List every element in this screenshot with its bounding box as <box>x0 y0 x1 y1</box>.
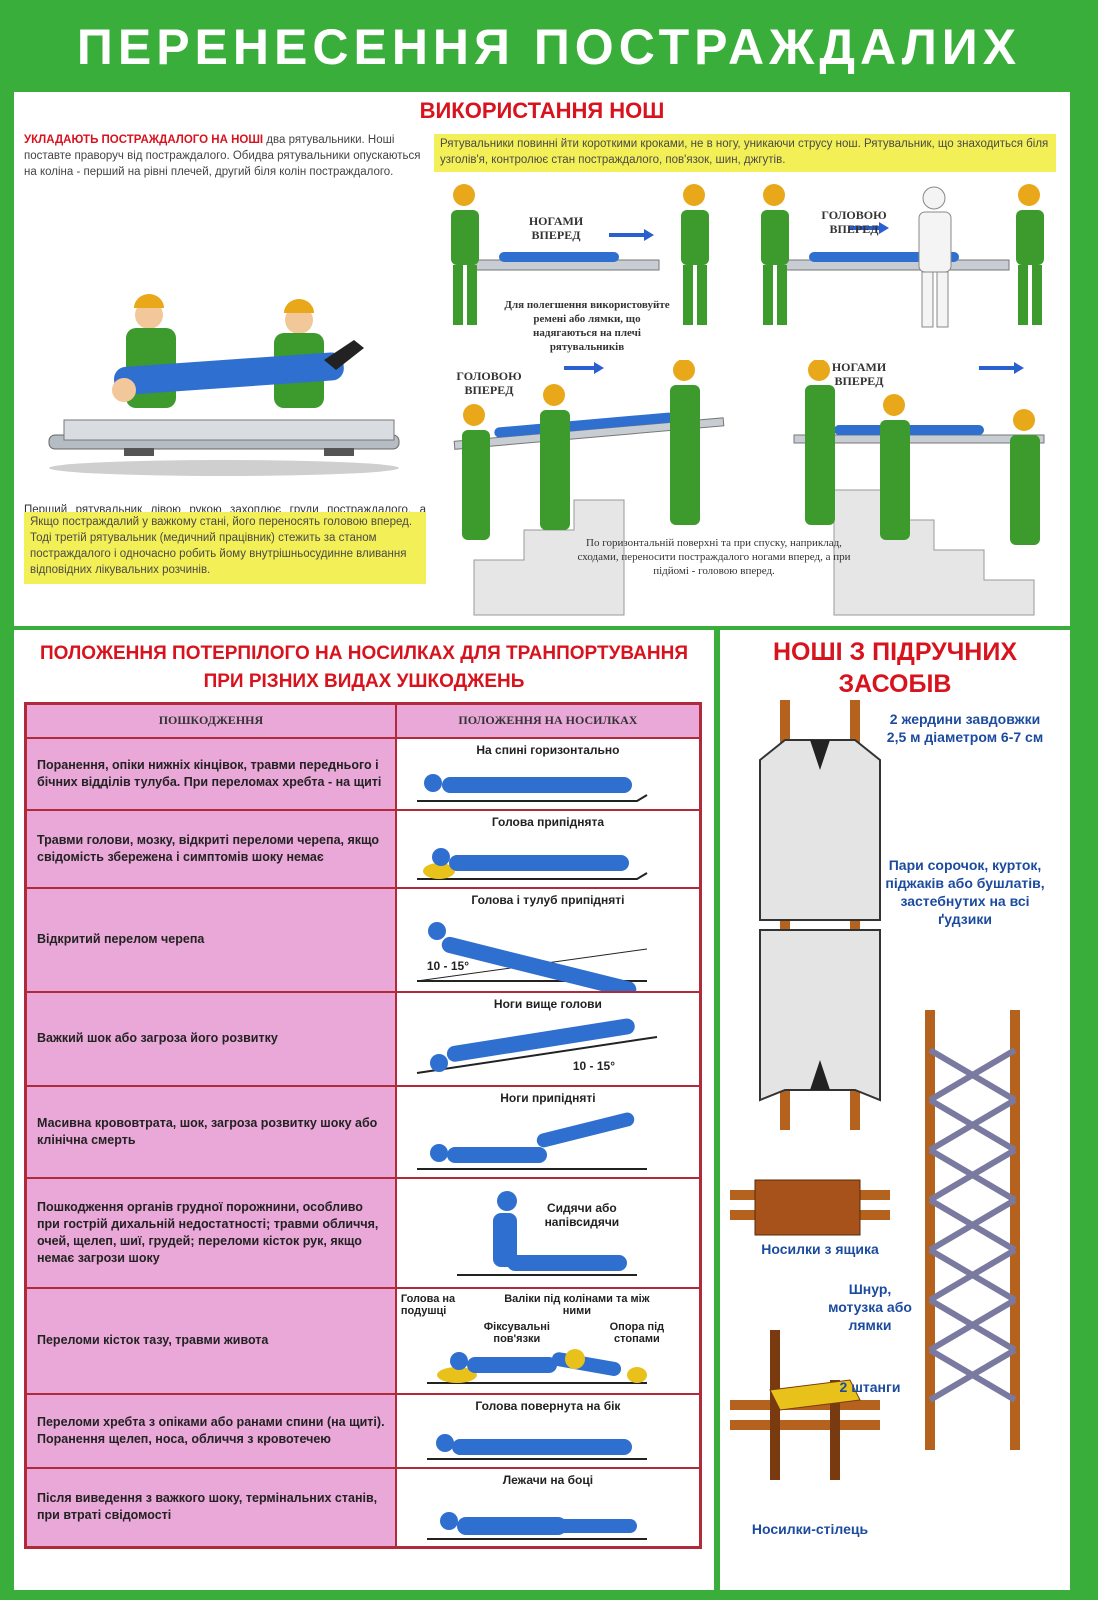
shirts-label: Пари сорочок, курток, піджаків або бушла… <box>885 857 1045 927</box>
lying-flat-figure <box>416 773 648 802</box>
head-first-illustration <box>761 184 1044 328</box>
position-label: Валіки під колінами та між ними <box>504 1292 650 1317</box>
position-label: Голова повернута на бік <box>475 1398 621 1413</box>
angle-label: 10 - 15° <box>572 1058 616 1073</box>
page-title: ПЕРЕНЕСЕННЯ ПОСТРАЖДАЛИХ <box>76 19 1022 75</box>
position-label: Голова на подушці <box>400 1292 456 1317</box>
injury-cell: Переломи кісток тазу, травми живота <box>24 1286 397 1395</box>
col-injury-header: ПОШКОДЖЕННЯ <box>24 702 397 739</box>
table-row: Пошкодження органів грудної порожнини, о… <box>24 1176 702 1289</box>
table-row: Після виведення з важкого шоку, термінал… <box>24 1466 702 1549</box>
stairs-illustration <box>453 360 1045 616</box>
stretcher-use-heading: ВИКОРИСТАННЯ НОШ <box>419 98 665 123</box>
box-label: Носилки з ящика <box>761 1241 879 1257</box>
table-row: Відкритий перелом черепа Голова і тулуб … <box>24 886 702 993</box>
position-cell: На спині горизонтально <box>394 736 702 811</box>
table-row: Травми голови, мозку, відкриті переломи … <box>24 808 702 889</box>
chair-stretcher-illustration <box>730 1330 880 1480</box>
angle-label: 10 - 15° <box>426 958 470 973</box>
position-label: Лежачи на боці <box>502 1472 594 1487</box>
position-label: Голова припіднята <box>491 814 605 829</box>
injury-cell: Масивна крововтрата, шок, загроза розвит… <box>24 1084 397 1179</box>
head-torso-raised-figure <box>416 921 647 991</box>
positions-table: ПОШКОДЖЕННЯ ПОЛОЖЕННЯ НА НОСИЛКАХ Поране… <box>24 702 702 1549</box>
position-cell: Сидячи або напівсидячи <box>394 1176 702 1289</box>
position-label: Ноги припідняті <box>500 1090 596 1105</box>
side-lying-figure <box>426 1511 647 1540</box>
label-head-first: ГОЛОВОЮ ВПЕРЕД <box>821 208 887 236</box>
table-row: Переломи хребта з опіками або ранами спи… <box>24 1392 702 1469</box>
injury-cell: Травми голови, мозку, відкриті переломи … <box>24 808 397 889</box>
position-cell: Голова повернута на бік <box>394 1392 702 1469</box>
position-label: Сидячи або напівсидячи <box>544 1200 620 1229</box>
position-cell: Голова і тулуб припідняті 10 - 15° <box>394 886 702 993</box>
position-label: Голова і тулуб припідняті <box>471 892 625 907</box>
improvised-panel: НОШІ З ПІДРУЧНИХ ЗАСОБІВ 2 жердини завдо… <box>720 630 1070 1590</box>
chair-label: Носилки-стілець <box>751 1521 869 1537</box>
table-row: Поранення, опіки нижніх кінцівок, травми… <box>24 736 702 811</box>
bars-label: 2 штанги <box>839 1379 901 1395</box>
positions-heading: ПОЛОЖЕННЯ ПОТЕРПІЛОГО НА НОСИЛКАХ ДЛЯ ТР… <box>40 643 688 692</box>
injury-cell: Пошкодження органів грудної порожнини, о… <box>24 1176 397 1289</box>
position-cell: Ноги вище голови 10 - 15° <box>394 990 702 1087</box>
position-cell: Ноги припідняті <box>394 1084 702 1179</box>
table-row: Масивна крововтрата, шок, загроза розвит… <box>24 1084 702 1179</box>
injury-cell: Відкритий перелом черепа <box>24 886 397 993</box>
position-label: Фіксувальні пов'язки <box>483 1320 550 1345</box>
head-turned-figure <box>426 1433 647 1460</box>
injury-cell: Поранення, опіки нижніх кінцівок, травми… <box>24 736 397 811</box>
position-label: На спині горизонтально <box>476 742 620 757</box>
positions-panel: ПОЛОЖЕННЯ ПОТЕРПІЛОГО НА НОСИЛКАХ ДЛЯ ТР… <box>14 630 714 1590</box>
position-cell: Голова припіднята <box>394 808 702 889</box>
stretcher-use-panel: ВИКОРИСТАННЯ НОШ УКЛАДАЮТЬ ПОСТРАЖДАЛОГО… <box>14 92 1070 626</box>
feet-first-illustration <box>451 184 709 325</box>
label-feet-first: НОГАМИ ВПЕРЕД <box>528 214 584 242</box>
position-cell: Лежачи на боці <box>394 1466 702 1549</box>
col-position-header: ПОЛОЖЕННЯ НА НОСИЛКАХ <box>394 702 702 739</box>
straps-caption: Для полегшення використовуйте ремені або… <box>504 299 670 353</box>
lift-illustration <box>48 294 400 476</box>
position-label: Опора під стопами <box>609 1320 665 1345</box>
injury-cell: Після виведення з важкого шоку, термінал… <box>24 1466 397 1549</box>
intro-lead: УКЛАДАЮТЬ ПОСТРАЖДАЛОГО НА НОШІ <box>24 134 264 146</box>
injury-cell: Важкий шок або загроза його розвитку <box>24 990 397 1087</box>
intro-text: УКЛАДАЮТЬ ПОСТРАЖДАЛОГО НА НОШІ два ряту… <box>24 132 424 180</box>
legs-above-head-figure <box>416 1018 658 1074</box>
label-feet-first-stairs: НОГАМИ ВПЕРЕД <box>831 360 887 388</box>
label-head-first-stairs: ГОЛОВОЮ ВПЕРЕД <box>456 369 522 397</box>
rope-stretcher-illustration <box>925 1010 1020 1450</box>
poles-label: 2 жердини завдовжки 2,5 м діаметром 6-7 … <box>886 711 1044 745</box>
head-raised-figure <box>416 847 648 880</box>
position-label: Ноги вище голови <box>493 996 602 1011</box>
intro-rest: два рятувальники. Ноші поставте праворуч… <box>24 134 421 178</box>
stairs-caption: По горизонтальній поверхні та при спуску… <box>577 537 851 577</box>
box-stretcher-illustration <box>730 1179 890 1236</box>
severe-note: Якщо постраждалий у важкому стані, його … <box>24 512 426 584</box>
jacket-stretcher-illustration <box>759 700 881 1130</box>
top-note: Рятувальники повинні йти короткими крока… <box>434 134 1056 172</box>
table-row: Важкий шок або загроза його розвитку Ног… <box>24 990 702 1087</box>
pelvis-position-figure <box>426 1348 647 1384</box>
rope-label: Шнур, мотузка або лямки <box>828 1281 912 1333</box>
table-row: Переломи кісток тазу, травми живота Голо… <box>24 1286 702 1395</box>
position-cell: Голова на подушці Валіки під колінами та… <box>394 1286 702 1395</box>
injury-cell: Переломи хребта з опіками або ранами спи… <box>24 1392 397 1469</box>
legs-raised-figure <box>416 1112 647 1170</box>
sitting-figure <box>456 1190 637 1276</box>
improvised-heading: НОШІ З ПІДРУЧНИХ ЗАСОБІВ <box>772 638 1017 698</box>
